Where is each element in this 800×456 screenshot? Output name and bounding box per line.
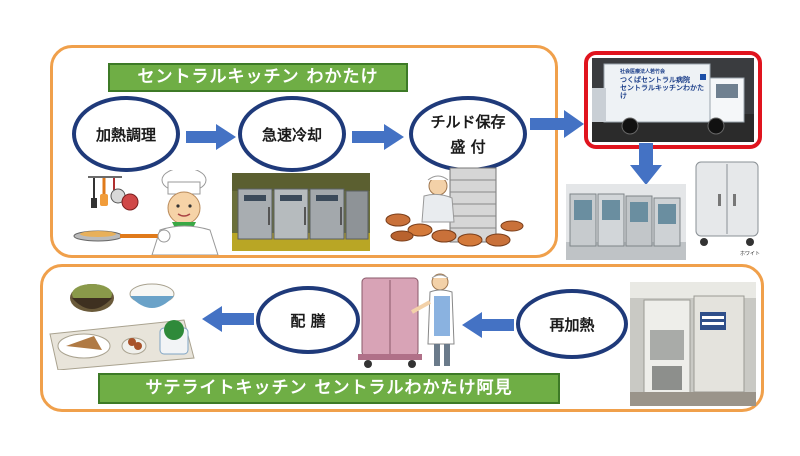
- satellite-kitchen-photo: [630, 282, 756, 406]
- arrow-left-icon: [202, 306, 254, 332]
- truck-text-line3: セントラルキッチンわかたけ: [620, 84, 704, 100]
- plating-illustration: [385, 167, 524, 247]
- cart-storage-photo: [566, 184, 686, 260]
- step-chilled-storage: チルド保存 盛 付: [409, 96, 527, 172]
- step-reheat-label: 再加熱: [549, 315, 595, 334]
- arrow-right-icon: [352, 124, 404, 150]
- arrow-down-icon: [630, 143, 662, 185]
- step-serve-label: 配 膳: [290, 311, 326, 330]
- meal-tray-illustration: [49, 283, 195, 370]
- step-serve: 配 膳: [256, 286, 360, 354]
- satellite-kitchen-banner: サテライトキッチン セントラルわかたけ阿見: [98, 373, 560, 404]
- step-heat-cook-label: 加熱調理: [95, 125, 156, 144]
- truck-text-line1: 社会医療法人若竹会: [620, 69, 666, 75]
- truck-text-line2: つくばセントラル病院: [620, 76, 690, 84]
- cart-caption: ホワイト: [740, 251, 761, 257]
- delivery-truck-photo: 社会医療法人若竹会 つくばセントラル病院 セントラルキッチンわかたけ: [592, 58, 754, 142]
- arrow-right-icon: [186, 124, 236, 150]
- central-kitchen-banner: セントラルキッチン わかたけ: [108, 63, 408, 92]
- step-plating-label: 盛 付: [450, 138, 486, 156]
- step-rapid-cool-label: 急速冷却: [261, 125, 322, 144]
- white-cart-photo: ホワイト: [688, 158, 770, 262]
- blast-chiller-photo: [232, 173, 370, 251]
- arrow-right-icon: [530, 110, 584, 138]
- chef-illustration: [73, 170, 219, 255]
- step-rapid-cool: 急速冷却: [238, 96, 346, 172]
- step-chilled-storage-label: チルド保存: [430, 113, 506, 131]
- nurse-cart-illustration: [358, 273, 455, 368]
- arrow-left-icon: [462, 312, 514, 338]
- step-reheat: 再加熱: [516, 289, 628, 359]
- step-heat-cook: 加熱調理: [72, 96, 180, 172]
